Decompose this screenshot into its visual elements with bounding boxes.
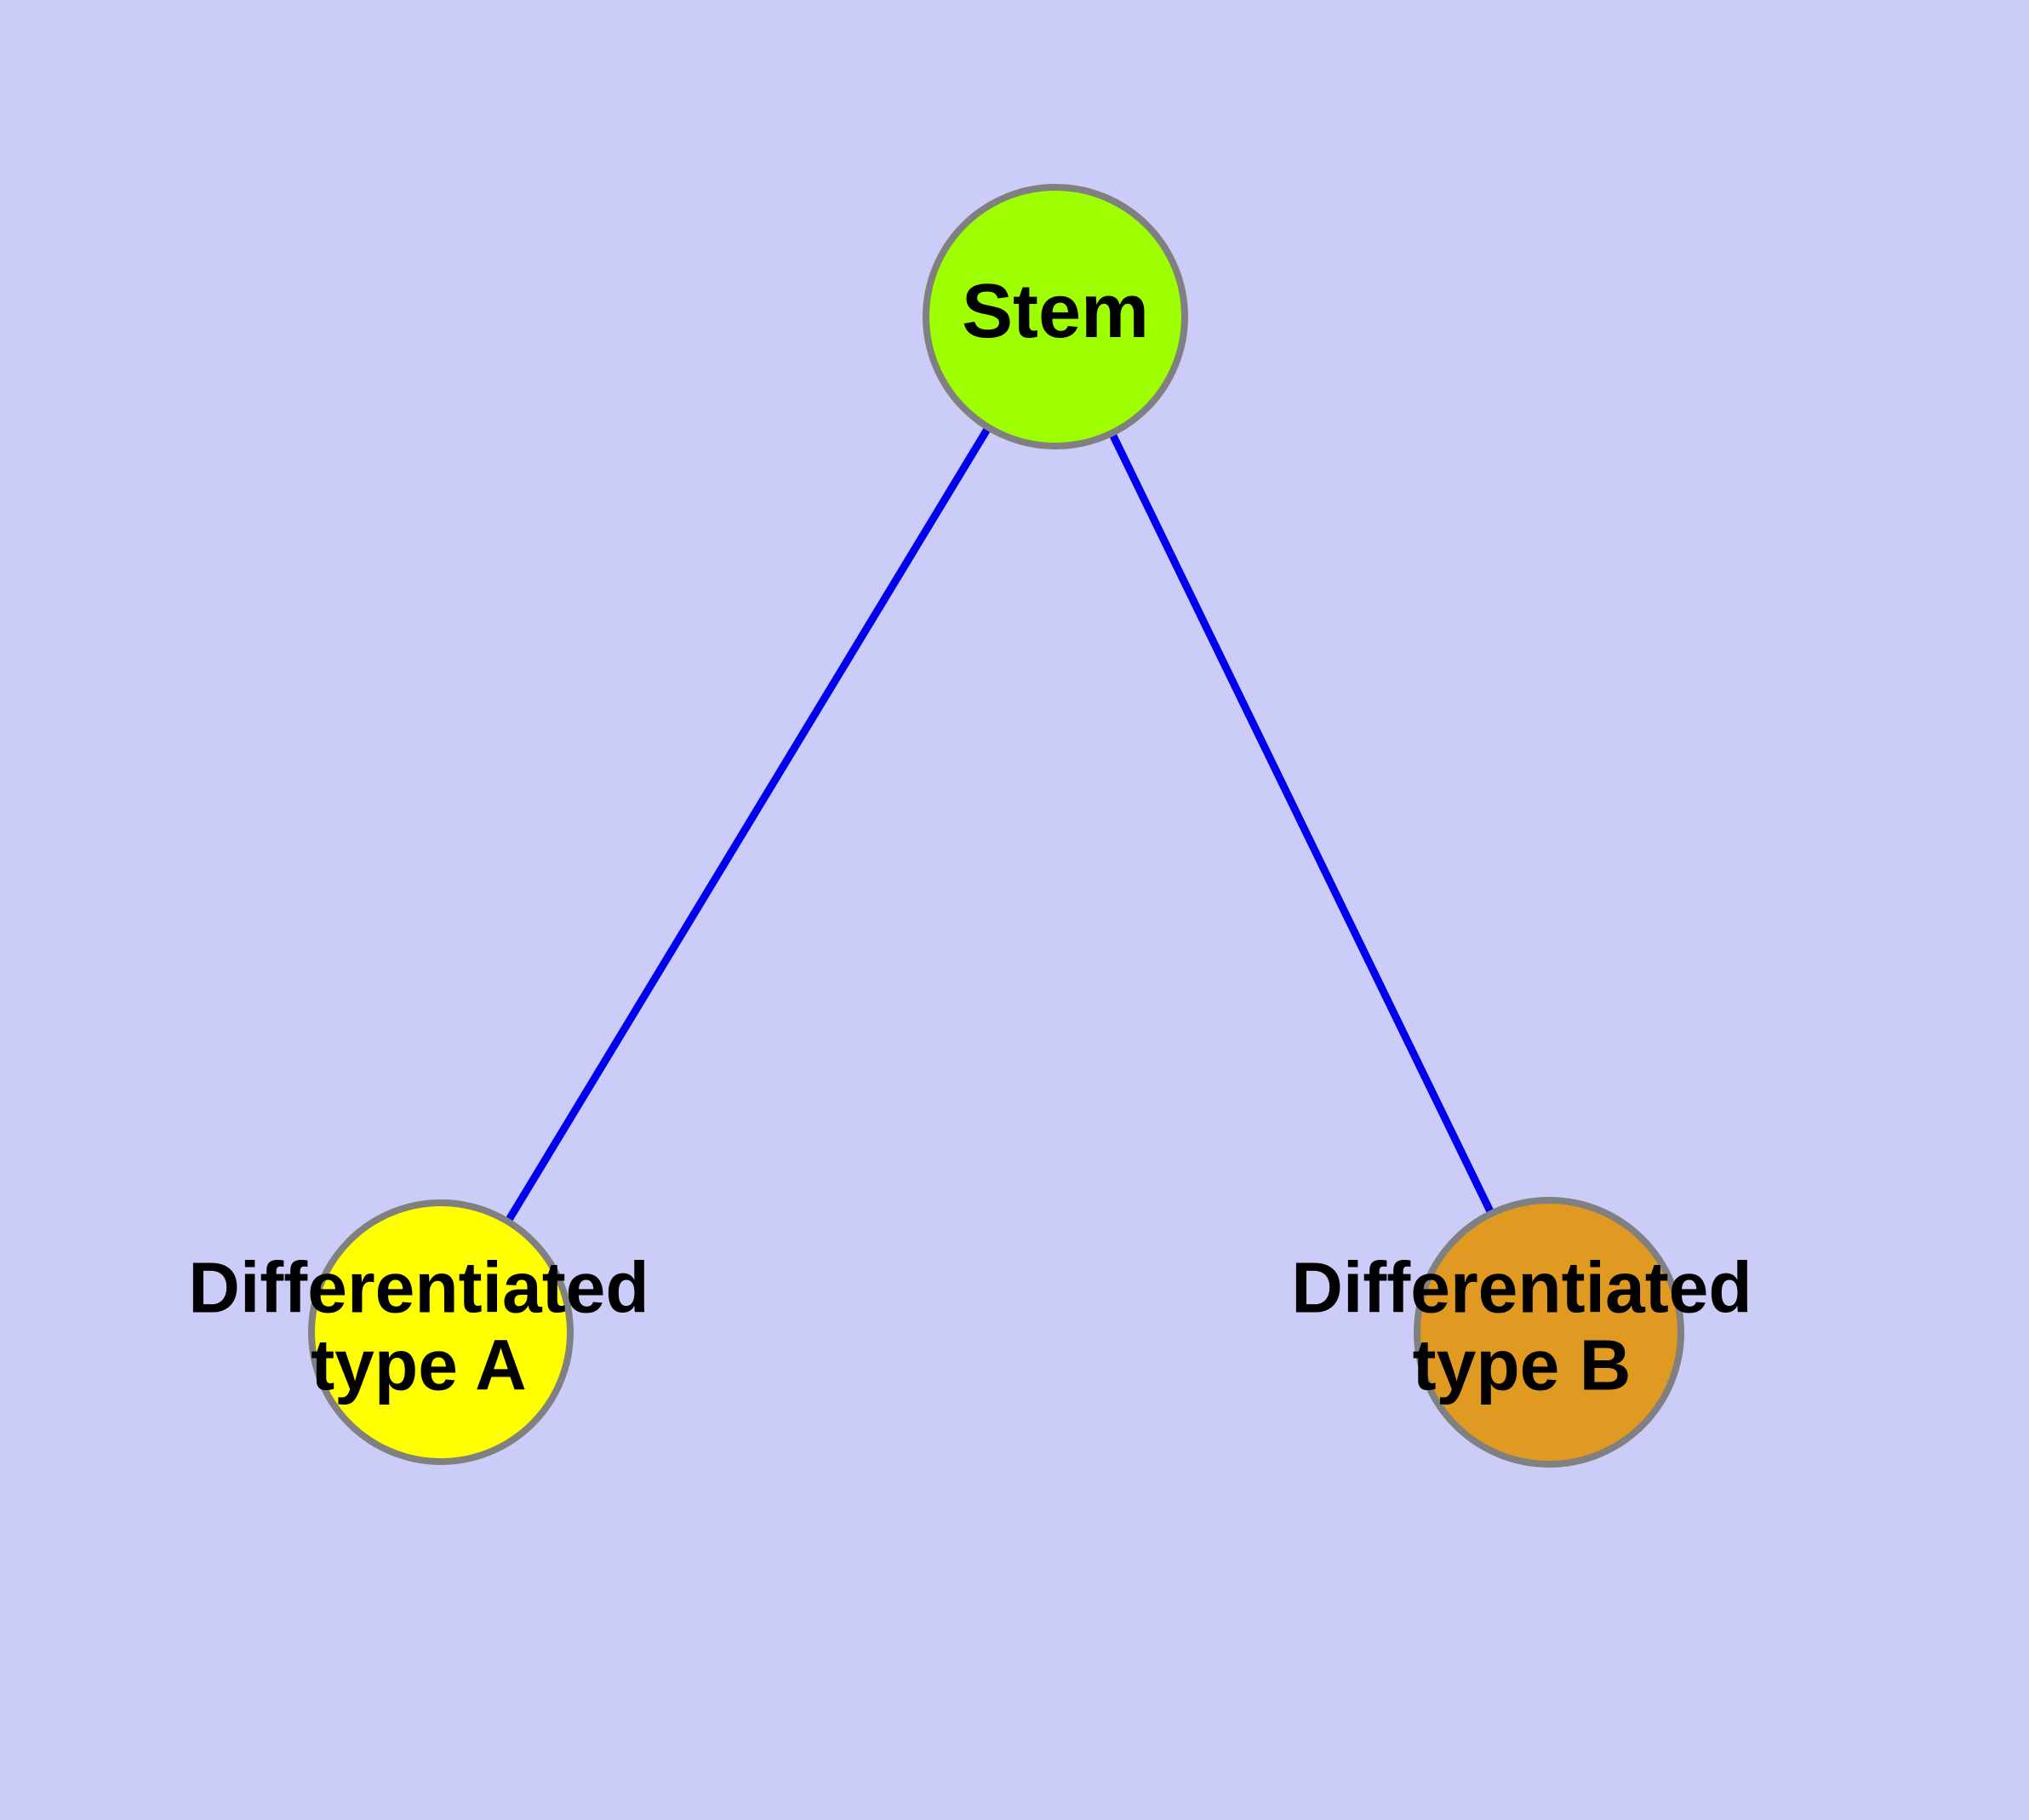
edge-stem-to-differentiated-type-b[interactable] (1051, 315, 1553, 1334)
edge-stem-to-differentiated-type-a[interactable] (437, 314, 1059, 1335)
edges-layer (437, 314, 1553, 1335)
nodes-layer (308, 184, 1684, 1468)
node-label-line: type A (311, 1325, 527, 1405)
node-label-line: Differentiated (188, 1248, 649, 1328)
node-differentiated-type-a[interactable] (308, 1199, 574, 1465)
node-stem[interactable] (923, 184, 1188, 449)
node-label-line: Differentiated (1291, 1248, 1752, 1328)
node-label-line: type B (1413, 1325, 1632, 1405)
node-label-line: Stem (962, 269, 1149, 354)
node-label-stem: Stem (962, 269, 1149, 354)
node-differentiated-type-b[interactable] (1414, 1197, 1684, 1468)
